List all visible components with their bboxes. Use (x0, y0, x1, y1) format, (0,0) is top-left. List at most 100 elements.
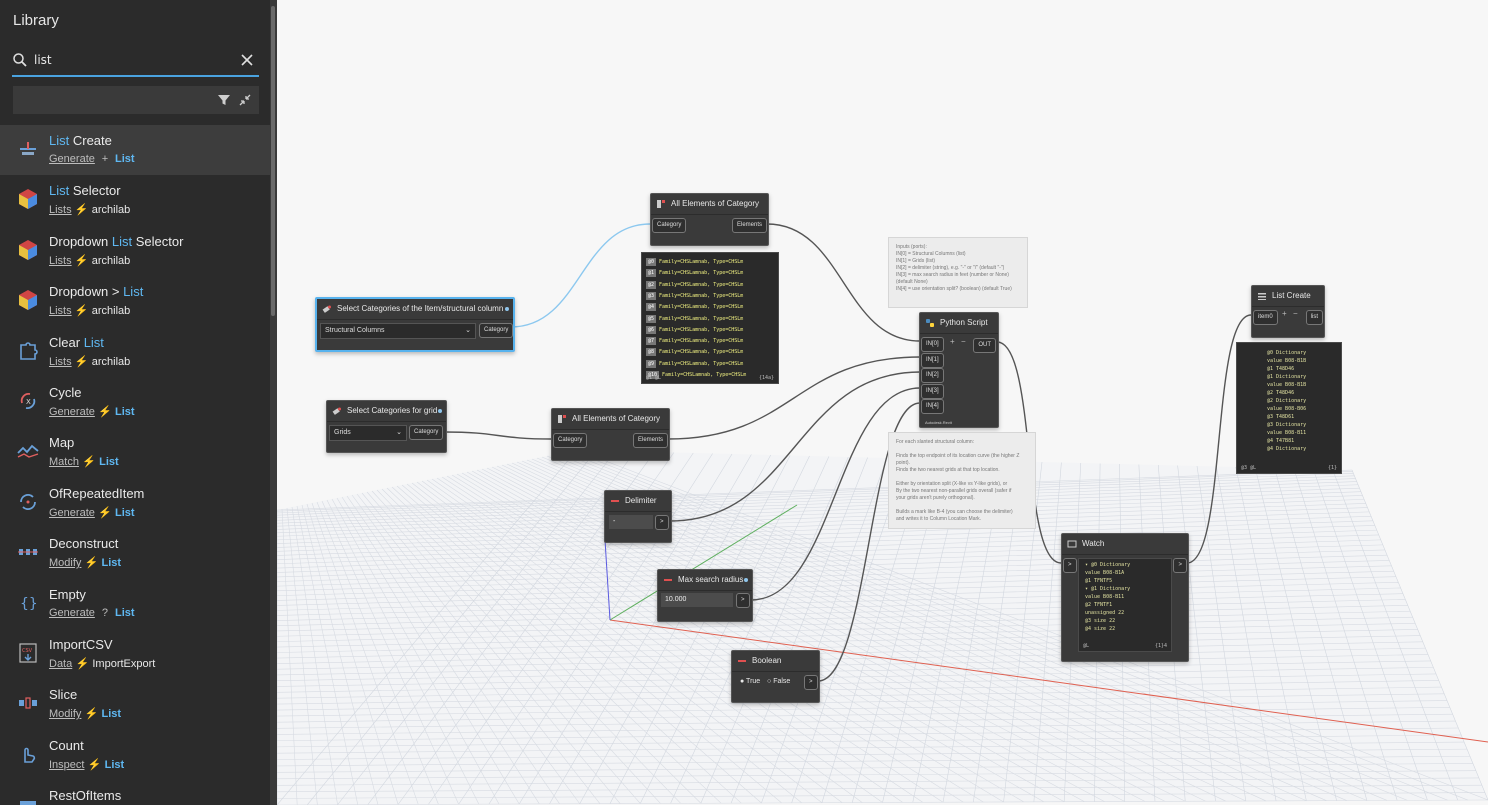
output-port-category[interactable]: Category (409, 425, 444, 440)
output-port-out[interactable]: OUT (973, 338, 996, 353)
item-category[interactable]: Inspect (49, 758, 85, 771)
output-port[interactable]: > (736, 593, 750, 608)
item-category[interactable]: Lists (49, 355, 72, 368)
item-category[interactable]: Lists (49, 204, 72, 217)
item-category[interactable]: Match (49, 456, 79, 469)
library-item[interactable]: List Selector Lists ⚡ archilab (0, 175, 270, 225)
library-search[interactable]: list (12, 48, 259, 77)
input-port-item0[interactable]: item0 (1253, 310, 1278, 325)
tree-row: @1 T48D46 (1267, 366, 1295, 372)
library-item[interactable]: RestOfItems (0, 780, 270, 805)
all-elements-of-category-node[interactable]: All Elements of Category Category Elemen… (551, 408, 670, 461)
library-item[interactable]: {} Empty Generate ? List (0, 579, 270, 629)
library-item[interactable]: Dropdown List Selector Lists ⚡ archilab (0, 226, 270, 276)
collapse-icon[interactable] (238, 93, 252, 107)
library-item[interactable]: Clear List Lists ⚡ archilab (0, 327, 270, 377)
boolean-node[interactable]: Boolean ● True ○ False > (731, 650, 820, 703)
chevron-down-icon: ⌄ (465, 327, 471, 334)
library-item[interactable]: List Create Generate + List (0, 125, 270, 176)
item-name-suffix: Selector (69, 183, 121, 199)
item-separator: ⚡ (84, 557, 99, 570)
output-port-elements[interactable]: Elements (731, 218, 767, 233)
node-title: Select Categories of the Item/structural… (337, 304, 504, 313)
item-category[interactable]: Generate (49, 153, 95, 165)
item-subcategory: List (115, 153, 135, 165)
scrollbar-thumb[interactable] (271, 6, 275, 316)
category-dropdown[interactable]: Grids⌄ (329, 425, 407, 441)
delimiter-input[interactable]: - (609, 515, 653, 529)
true-radio[interactable]: ● True (740, 678, 761, 685)
output-port-elements[interactable]: Elements (632, 433, 668, 448)
add-input-button[interactable]: + (950, 337, 955, 346)
node-title: List Create (1272, 291, 1311, 300)
item-category[interactable]: Lists (49, 254, 72, 267)
item-category[interactable]: Generate (49, 606, 95, 619)
output-port[interactable]: > (655, 515, 669, 530)
item-subcategory: archilab (91, 254, 131, 267)
category-dropdown[interactable]: Structural Columns⌄ (320, 323, 476, 339)
input-port-category[interactable]: Category (553, 433, 588, 448)
svg-text:{}: {} (20, 596, 38, 612)
tree-row: @0 Dictionary (1267, 350, 1307, 356)
remove-input-button[interactable]: − (961, 337, 966, 346)
item-category[interactable]: Modify (49, 557, 82, 570)
library-item[interactable]: Dropdown > List Lists ⚡ archilab (0, 276, 270, 326)
max-search-radius-node[interactable]: Max search radius 10.000 > (657, 569, 753, 622)
output-port-list[interactable]: list (1305, 310, 1323, 325)
item-category[interactable]: Modify (49, 708, 82, 721)
list-value: Family=CHSLamnab, Type=CHSLm (659, 360, 744, 367)
item-category[interactable]: Data (49, 657, 73, 670)
library-item[interactable]: Map Match ⚡ List (0, 427, 270, 477)
remove-input-button[interactable]: − (1293, 309, 1298, 318)
item-meta: Lists ⚡ archilab (49, 304, 130, 317)
select-categories-item-node[interactable]: Select Categories of the Item/structural… (315, 297, 515, 352)
graph-canvas[interactable]: Select Categories of the Item/structural… (277, 0, 1488, 805)
delimiter-node[interactable]: Delimiter - > (604, 490, 672, 543)
add-input-button[interactable]: + (1282, 309, 1287, 318)
max-radius-input[interactable]: 10.000 (661, 593, 733, 607)
input-port-category[interactable]: Category (652, 218, 687, 233)
output-port[interactable]: > (804, 675, 818, 690)
input-port-3[interactable]: IN[3] (921, 383, 944, 399)
python-script-node[interactable]: Python Script IN[0]IN[1]IN[2]IN[3]IN[4] … (919, 312, 999, 428)
list-create-node[interactable]: List Create item0 + − list (1251, 285, 1325, 338)
library-item[interactable]: X Cycle Generate ⚡ List (0, 377, 270, 427)
python-engine-label: Autodesk.Revit (925, 420, 952, 425)
item-separator: ⚡ (98, 506, 112, 519)
item-category[interactable]: Generate (49, 506, 95, 519)
search-input[interactable]: list (34, 53, 52, 67)
note-inputs[interactable]: Inputs (ports): IN[0] = Structural Colum… (888, 237, 1028, 308)
library-item[interactable]: Count Inspect ⚡ List (0, 730, 270, 780)
library-item[interactable]: OfRepeatedItem Generate ⚡ List (0, 478, 270, 528)
item-name: RestOfItems (49, 788, 121, 803)
false-radio[interactable]: ○ False (767, 678, 791, 685)
tree-row: @2 T48D46 (1267, 390, 1295, 396)
item-category[interactable]: Lists (49, 305, 72, 318)
library-scrollbar[interactable] (270, 0, 277, 805)
watch-node[interactable]: Watch > > ▾ @0 Dictionary value B08-B1A … (1061, 533, 1189, 662)
select-categories-grid-node[interactable]: Select Categories for grid Grids⌄ Catego… (326, 400, 447, 453)
library-item[interactable]: CSV ImportCSV Data ⚡ ImportExport (0, 629, 270, 679)
tree-row: @1 TFNTF5 (1085, 578, 1113, 584)
item-name: Deconstruct (49, 536, 118, 551)
filter-bar (13, 86, 259, 114)
preview-footer-left: @1 @L (646, 375, 662, 381)
item-category[interactable]: Generate (49, 405, 95, 418)
watch-footer-left: @L (1083, 643, 1090, 649)
input-port-4[interactable]: IN[4] (921, 399, 944, 414)
item-name: Dropdown > List (49, 284, 143, 299)
rest-icon (20, 801, 36, 805)
input-port-1[interactable]: IN[1] (921, 352, 944, 368)
filter-icon[interactable] (217, 93, 231, 107)
input-port[interactable]: > (1063, 558, 1077, 573)
input-port-2[interactable]: IN[2] (921, 368, 944, 383)
library-item[interactable]: Deconstruct Modify ⚡ List (0, 528, 270, 578)
library-item[interactable]: Slice Modify ⚡ List (0, 679, 270, 729)
note-description[interactable]: For each slanted structural column: Find… (888, 432, 1036, 529)
output-port-category[interactable]: Category (479, 323, 514, 338)
close-icon[interactable] (239, 52, 255, 68)
output-port[interactable]: > (1173, 558, 1187, 573)
all-elements-of-category-node[interactable]: All Elements of Category Category Elemen… (650, 193, 769, 246)
input-port-0[interactable]: IN[0] (921, 337, 944, 352)
